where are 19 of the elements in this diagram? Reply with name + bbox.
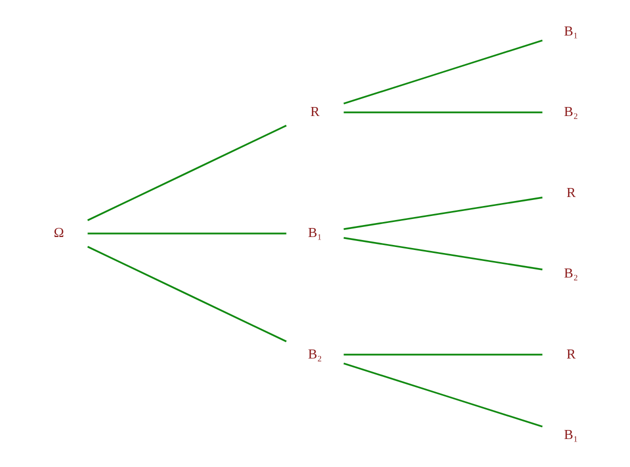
node-text: B₂ <box>564 104 578 119</box>
node-text: R <box>310 104 320 119</box>
connector <box>343 362 543 428</box>
connector <box>88 232 286 234</box>
connector <box>87 124 287 222</box>
connector <box>343 40 543 104</box>
node-text: B₁ <box>308 225 322 240</box>
node-text: R <box>566 184 576 200</box>
node-text: B₁ <box>564 23 578 38</box>
connector <box>87 246 287 342</box>
connector <box>344 196 542 230</box>
connector <box>344 354 542 356</box>
node-text: Ω <box>54 225 64 240</box>
connector <box>344 112 542 114</box>
node-text: B₂ <box>308 346 322 362</box>
connector <box>344 237 542 270</box>
node-text: R <box>566 346 576 362</box>
node-text: B₁ <box>564 426 578 442</box>
node-text: B₂ <box>564 265 578 280</box>
